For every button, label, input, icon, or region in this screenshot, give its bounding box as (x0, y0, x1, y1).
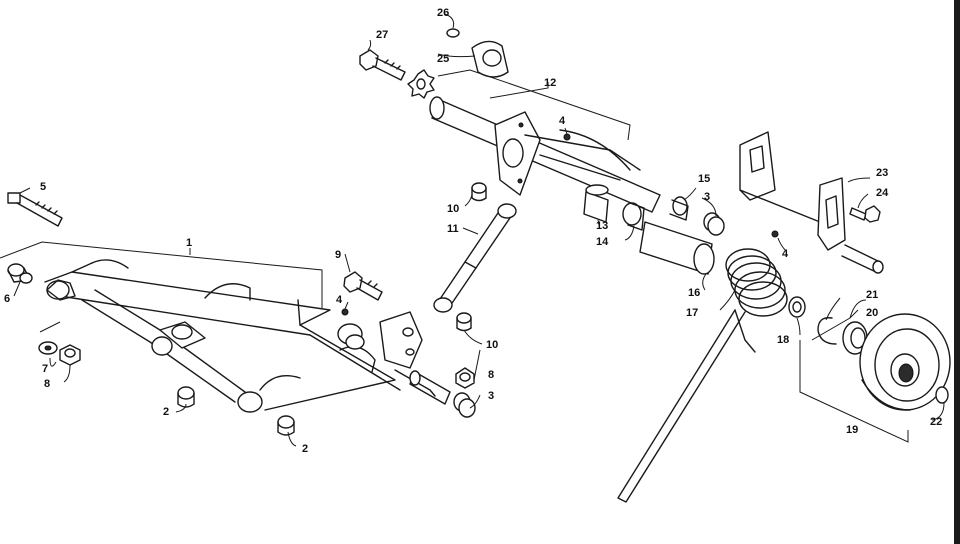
sleeve-part-16 (639, 221, 715, 275)
nut-part-8 (59, 344, 81, 366)
shock-link-part-11 (433, 203, 517, 313)
callout-7: 7 (42, 363, 48, 375)
callout-23: 23 (876, 167, 888, 179)
bushing-part-14 (622, 202, 645, 231)
nut-part-8-right (455, 367, 475, 389)
callout-20: 20 (866, 307, 878, 319)
callout-2a: 2 (163, 406, 169, 418)
bumper-part-25 (471, 40, 509, 78)
callout-6: 6 (4, 293, 10, 305)
callout-18: 18 (777, 334, 789, 346)
bearing-part-20 (842, 321, 868, 355)
callout-4c: 4 (782, 248, 789, 260)
bushing-part-13 (583, 184, 609, 223)
callout-19: 19 (846, 424, 858, 436)
callout-3a: 3 (704, 191, 710, 203)
callout-1: 1 (186, 237, 192, 249)
callout-3b: 3 (488, 390, 494, 402)
callout-11: 11 (447, 223, 459, 235)
star-washer (407, 69, 435, 99)
callout-8a: 8 (44, 378, 50, 390)
idler-wheel-part-19 (859, 313, 951, 411)
bushing-parts-10 (456, 182, 487, 332)
callout-17: 17 (686, 307, 698, 319)
callout-14: 14 (596, 236, 609, 248)
callout-8b: 8 (488, 369, 494, 381)
bolt-part-9 (343, 271, 383, 301)
clip-part-26 (446, 28, 460, 38)
callout-15: 15 (698, 173, 710, 185)
washer-part-18 (788, 296, 806, 318)
callout-5: 5 (40, 181, 46, 193)
callout-12: 12 (544, 77, 556, 89)
callout-13: 13 (596, 220, 608, 232)
callout-labels: 1 2 2 3 3 4 4 4 5 6 7 8 8 9 10 10 11 12 … (4, 7, 942, 455)
callout-10a: 10 (447, 203, 459, 215)
bolt-part-27 (359, 49, 406, 81)
callout-25: 25 (437, 53, 449, 65)
bushing-part-3-lower (453, 392, 476, 418)
callout-4b: 4 (559, 115, 566, 127)
pivot-arm-assembly (429, 96, 661, 213)
callout-22: 22 (930, 416, 942, 428)
callout-26: 26 (437, 7, 449, 19)
torsion-spring-part-17 (617, 248, 788, 503)
callout-4a: 4 (336, 294, 343, 306)
cap-part-22 (935, 386, 949, 404)
bushing-parts-2 (177, 386, 295, 436)
bolt-part-24 (849, 205, 881, 223)
bolt-part-5 (7, 192, 63, 227)
washer-part-7 (38, 341, 58, 355)
leader-lines (0, 13, 945, 447)
retaining-ring-part-21 (817, 317, 837, 345)
callout-27: 27 (376, 29, 388, 41)
spacer-shaft (409, 370, 451, 405)
callout-9: 9 (335, 249, 341, 261)
right-edge-bar (954, 0, 960, 544)
callout-16: 16 (688, 287, 700, 299)
callout-10b: 10 (486, 339, 498, 351)
bracket-part-23 (739, 131, 884, 274)
callout-21: 21 (866, 289, 878, 301)
bushing-part-6 (7, 263, 33, 284)
bushing-part-15 (669, 196, 689, 221)
callout-24: 24 (876, 187, 889, 199)
bushing-part-3-upper (703, 212, 725, 236)
callout-2b: 2 (302, 443, 308, 455)
rail-arm-assembly (44, 259, 436, 413)
